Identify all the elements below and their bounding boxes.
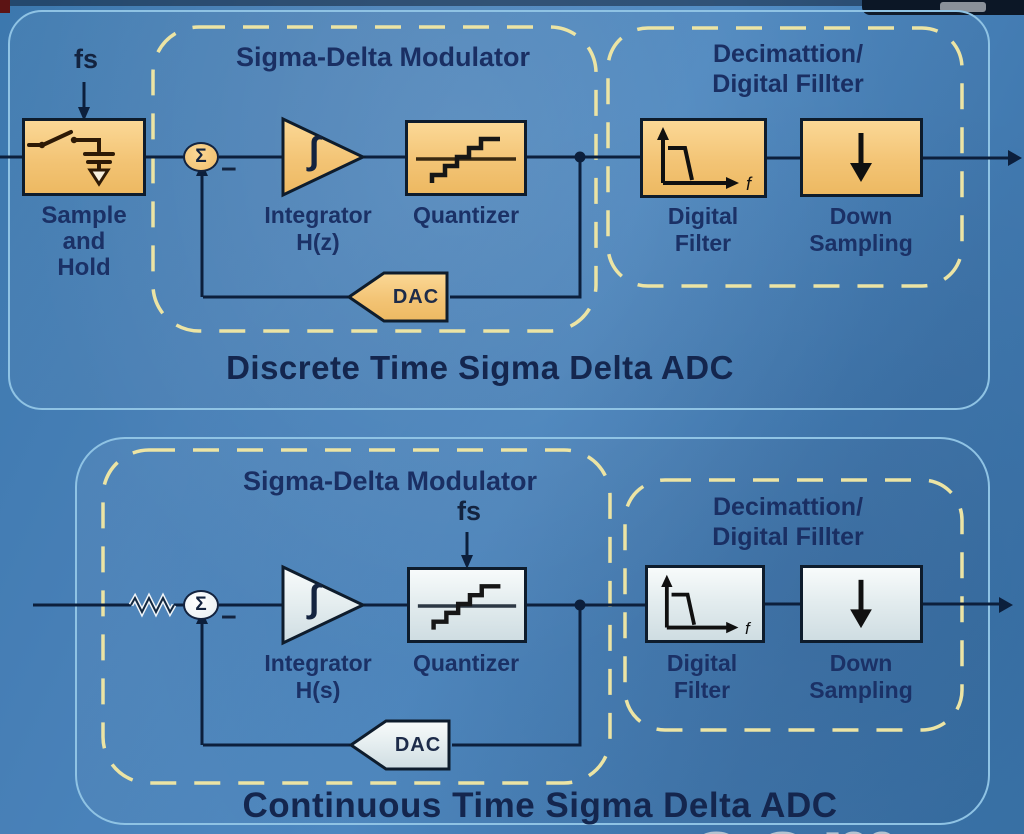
- discrete-modulator-dashed-box: [151, 25, 598, 333]
- discrete-decimation-title-line: Digital Fillter: [712, 70, 864, 98]
- discrete-output-arrowhead: [1008, 150, 1022, 166]
- continuous-digital-filter-label-line: Filter: [673, 677, 731, 703]
- discrete-down-sampling-block: [800, 118, 923, 197]
- discrete-adc-panel: [8, 10, 990, 410]
- continuous-adc-caption: Continuous Time Sigma Delta ADC: [242, 786, 838, 825]
- top-left-red-patch: [0, 0, 10, 13]
- continuous-decimation-title-line: Decimattion/: [712, 493, 864, 521]
- discrete-integrator-label-line: H(z): [296, 229, 340, 255]
- continuous-down-sampling-label-line: Sampling: [809, 677, 913, 703]
- continuous-output-junction-dot: [574, 599, 586, 611]
- discrete-fs-arrowhead: [78, 107, 90, 121]
- discrete-adc-caption: Discrete Time Sigma Delta ADC: [226, 349, 734, 386]
- discrete-digital-filter-label-line: Filter: [674, 230, 732, 256]
- continuous-fs-arrowhead: [461, 555, 473, 569]
- continuous-down-sampling-label-line: Down: [829, 650, 893, 676]
- sample-and-hold-icon: [27, 130, 115, 187]
- discrete-summer-icon: Σ: [183, 142, 219, 172]
- sample-and-hold-block: [22, 118, 146, 196]
- discrete-digital-filter-label-line: Digital: [667, 203, 739, 229]
- sample-hold-label-line: and: [62, 228, 106, 255]
- discrete-integrator-triangle: [281, 116, 367, 198]
- quantizer-staircase-icon: [417, 584, 517, 630]
- continuous-integrator-label-line: Integrator: [264, 650, 372, 676]
- discrete-quantizer-label: Quantizer: [412, 202, 520, 228]
- continuous-quantizer-block: [407, 567, 527, 643]
- continuous-modulator-title: Sigma-Delta Modulator: [242, 466, 538, 496]
- frequency-axis-label: f: [746, 174, 753, 194]
- lowpass-filter-icon: f: [657, 127, 753, 194]
- watermark-text: oom: [688, 798, 912, 834]
- top-right-gray-patch: [940, 2, 986, 12]
- continuous-minus-sign: −: [221, 602, 237, 632]
- down-arrow-icon: [850, 579, 872, 629]
- discrete-quantizer-block: [405, 120, 527, 196]
- continuous-fs-label: fs: [456, 496, 482, 526]
- discrete-integrator-label-line: Integrator: [264, 202, 372, 228]
- continuous-digital-filter-block: f: [645, 565, 765, 643]
- top-edge-shadow: [0, 0, 1024, 6]
- frequency-axis-label: f: [745, 619, 752, 638]
- discrete-down-sampling-label-line: Sampling: [809, 230, 913, 256]
- quantizer-staircase-icon: [416, 136, 516, 183]
- continuous-down-sampling-block: [800, 565, 923, 643]
- continuous-summer-icon: Σ: [183, 590, 219, 620]
- down-arrow-icon: [850, 133, 872, 182]
- lowpass-filter-icon: f: [661, 574, 752, 638]
- continuous-integrator-symbol: ∫: [308, 578, 320, 620]
- continuous-quantizer-label: Quantizer: [412, 650, 520, 676]
- discrete-modulator-title: Sigma-Delta Modulator: [235, 42, 531, 72]
- discrete-decimation-title-line: Decimattion/: [712, 40, 864, 68]
- discrete-integrator-symbol: ∫: [308, 130, 320, 172]
- sample-hold-label-line: Hold: [57, 254, 111, 281]
- continuous-decimation-title-line: Digital Fillter: [712, 523, 864, 551]
- continuous-digital-filter-label-line: Digital: [666, 650, 738, 676]
- continuous-dac-block: [348, 719, 451, 771]
- discrete-decimation-dashed-box: [606, 26, 964, 288]
- continuous-integrator-label-line: H(s): [295, 677, 341, 703]
- continuous-modulator-dashed-box: [101, 448, 612, 785]
- continuous-dac-label: DAC: [394, 734, 442, 756]
- continuous-output-arrowhead: [999, 597, 1013, 613]
- discrete-down-sampling-label-line: Down: [829, 203, 893, 229]
- discrete-digital-filter-block: f: [640, 118, 767, 198]
- discrete-dac-block: [346, 271, 449, 323]
- continuous-integrator-triangle: [281, 564, 367, 646]
- discrete-minus-sign: −: [221, 154, 237, 184]
- discrete-output-junction-dot: [574, 151, 586, 163]
- discrete-fs-label: fs: [73, 44, 99, 74]
- sample-hold-label-line: Sample: [41, 202, 127, 229]
- discrete-dac-label: DAC: [392, 286, 440, 308]
- input-resistor-icon: [128, 592, 177, 618]
